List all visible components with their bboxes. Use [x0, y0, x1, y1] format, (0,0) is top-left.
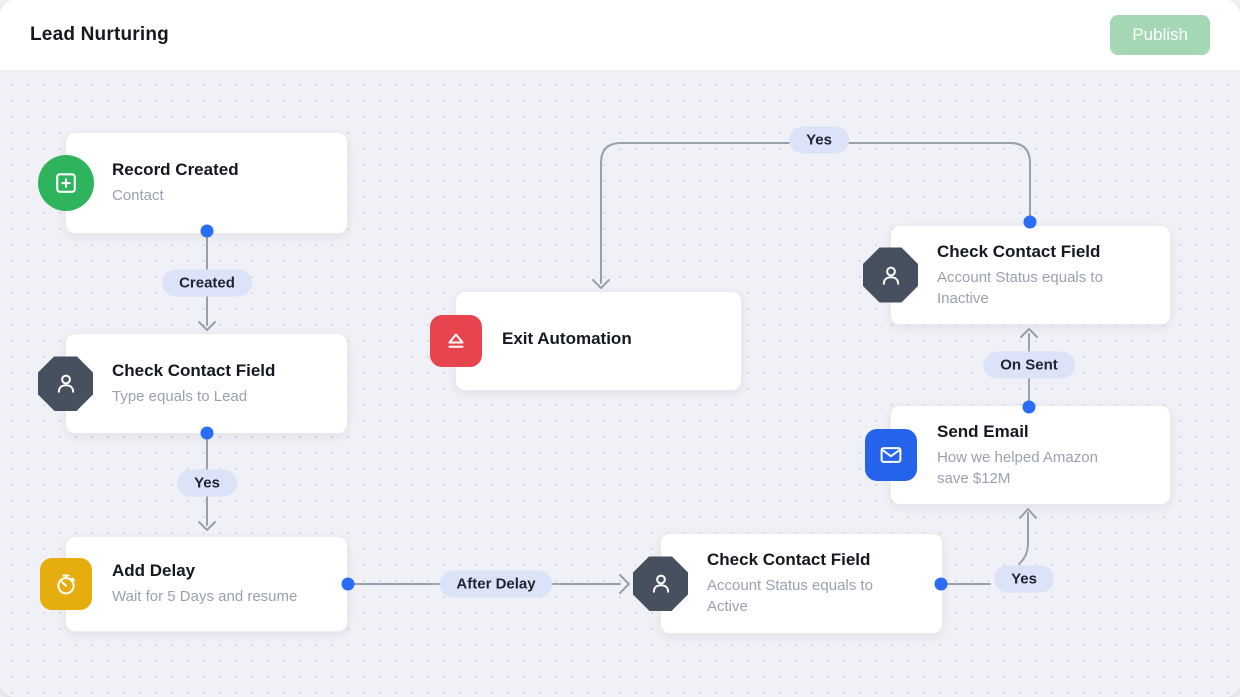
stopwatch-icon [40, 558, 92, 610]
edge-label-after-delay: After Delay [439, 570, 553, 598]
envelope-icon [865, 429, 917, 481]
person-icon [633, 556, 688, 611]
node-check-contact-inactive[interactable]: Check Contact Field Account Status equal… [863, 225, 1171, 325]
edge-label-yes-top: Yes [789, 126, 849, 154]
node-subtitle: Account Status equals to Inactive [937, 268, 1103, 307]
person-icon [863, 247, 918, 303]
connection-dot-email-out[interactable] [1022, 400, 1036, 414]
node-record-created[interactable]: Record Created Contact [38, 132, 348, 234]
publish-button[interactable]: Publish [1110, 15, 1210, 55]
edge-label-yes-right: Yes [994, 565, 1054, 593]
node-title: Add Delay [112, 561, 196, 580]
connection-dot-active-out[interactable] [934, 577, 948, 591]
connection-dot-record-out[interactable] [200, 224, 214, 238]
workflow-canvas[interactable]: Created Yes After Delay Yes On Sent Yes … [0, 71, 1240, 697]
person-icon [38, 356, 93, 411]
node-subtitle: Type equals to Lead [112, 387, 248, 405]
connection-dot-delay-out[interactable] [341, 577, 355, 591]
node-title: Send Email [937, 421, 1029, 441]
node-exit-automation[interactable]: Exit Automation [430, 291, 742, 391]
node-subtitle: Contact [112, 187, 164, 204]
plus-square-icon [38, 155, 94, 211]
header-bar: Lead Nurturing Publish [0, 0, 1240, 71]
edge-label-yes-left: Yes [177, 469, 237, 497]
edge-label-created: Created [162, 269, 252, 297]
connection-dot-lead-out[interactable] [200, 426, 214, 440]
node-send-email[interactable]: Send Email How we helped Amazon save $12… [865, 405, 1171, 505]
page-title: Lead Nurturing [30, 24, 169, 45]
node-subtitle: How we helped Amazon save $12M [937, 448, 1098, 487]
node-check-contact-lead[interactable]: Check Contact Field Type equals to Lead [38, 333, 348, 434]
edge-label-on-sent: On Sent [983, 351, 1075, 379]
node-subtitle: Wait for 5 Days and resume [112, 588, 298, 605]
node-title: Record Created [112, 160, 239, 179]
node-check-contact-active[interactable]: Check Contact Field Account Status equal… [633, 533, 943, 634]
node-title: Check Contact Field [112, 360, 276, 380]
node-title: Exit Automation [502, 328, 632, 348]
node-title: Check Contact Field [937, 241, 1101, 261]
node-add-delay[interactable]: Add Delay Wait for 5 Days and resume [40, 536, 348, 632]
node-subtitle: Account Status equals to Active [707, 577, 873, 615]
eject-icon [430, 315, 482, 367]
connection-dot-inactive-out[interactable] [1023, 215, 1037, 229]
node-title: Check Contact Field [707, 550, 871, 569]
